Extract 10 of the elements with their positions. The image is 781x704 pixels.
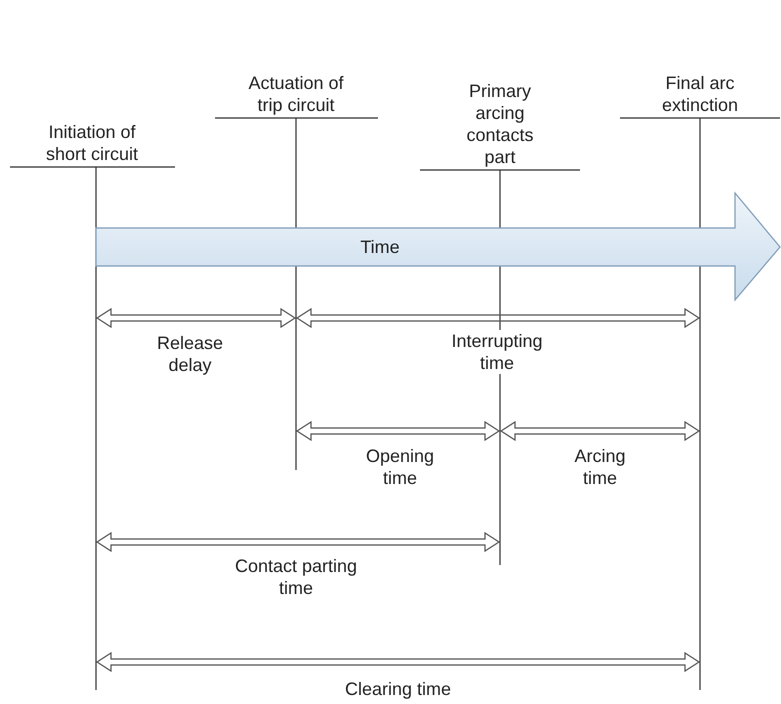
interval-label: Contact parting time: [234, 555, 358, 599]
interval-label: Clearing time: [344, 678, 452, 700]
interval-label: Arcing time: [573, 445, 627, 489]
event-label: Actuation of trip circuit: [247, 72, 345, 116]
event-label: Final arc extinction: [660, 72, 740, 116]
event-label: Primary arcing contacts part: [465, 80, 535, 168]
interval-label: Release delay: [156, 332, 224, 376]
event-label: Initiation of short circuit: [44, 121, 140, 165]
interval-label: Opening time: [364, 445, 436, 489]
timeline-label: Time: [359, 236, 401, 258]
